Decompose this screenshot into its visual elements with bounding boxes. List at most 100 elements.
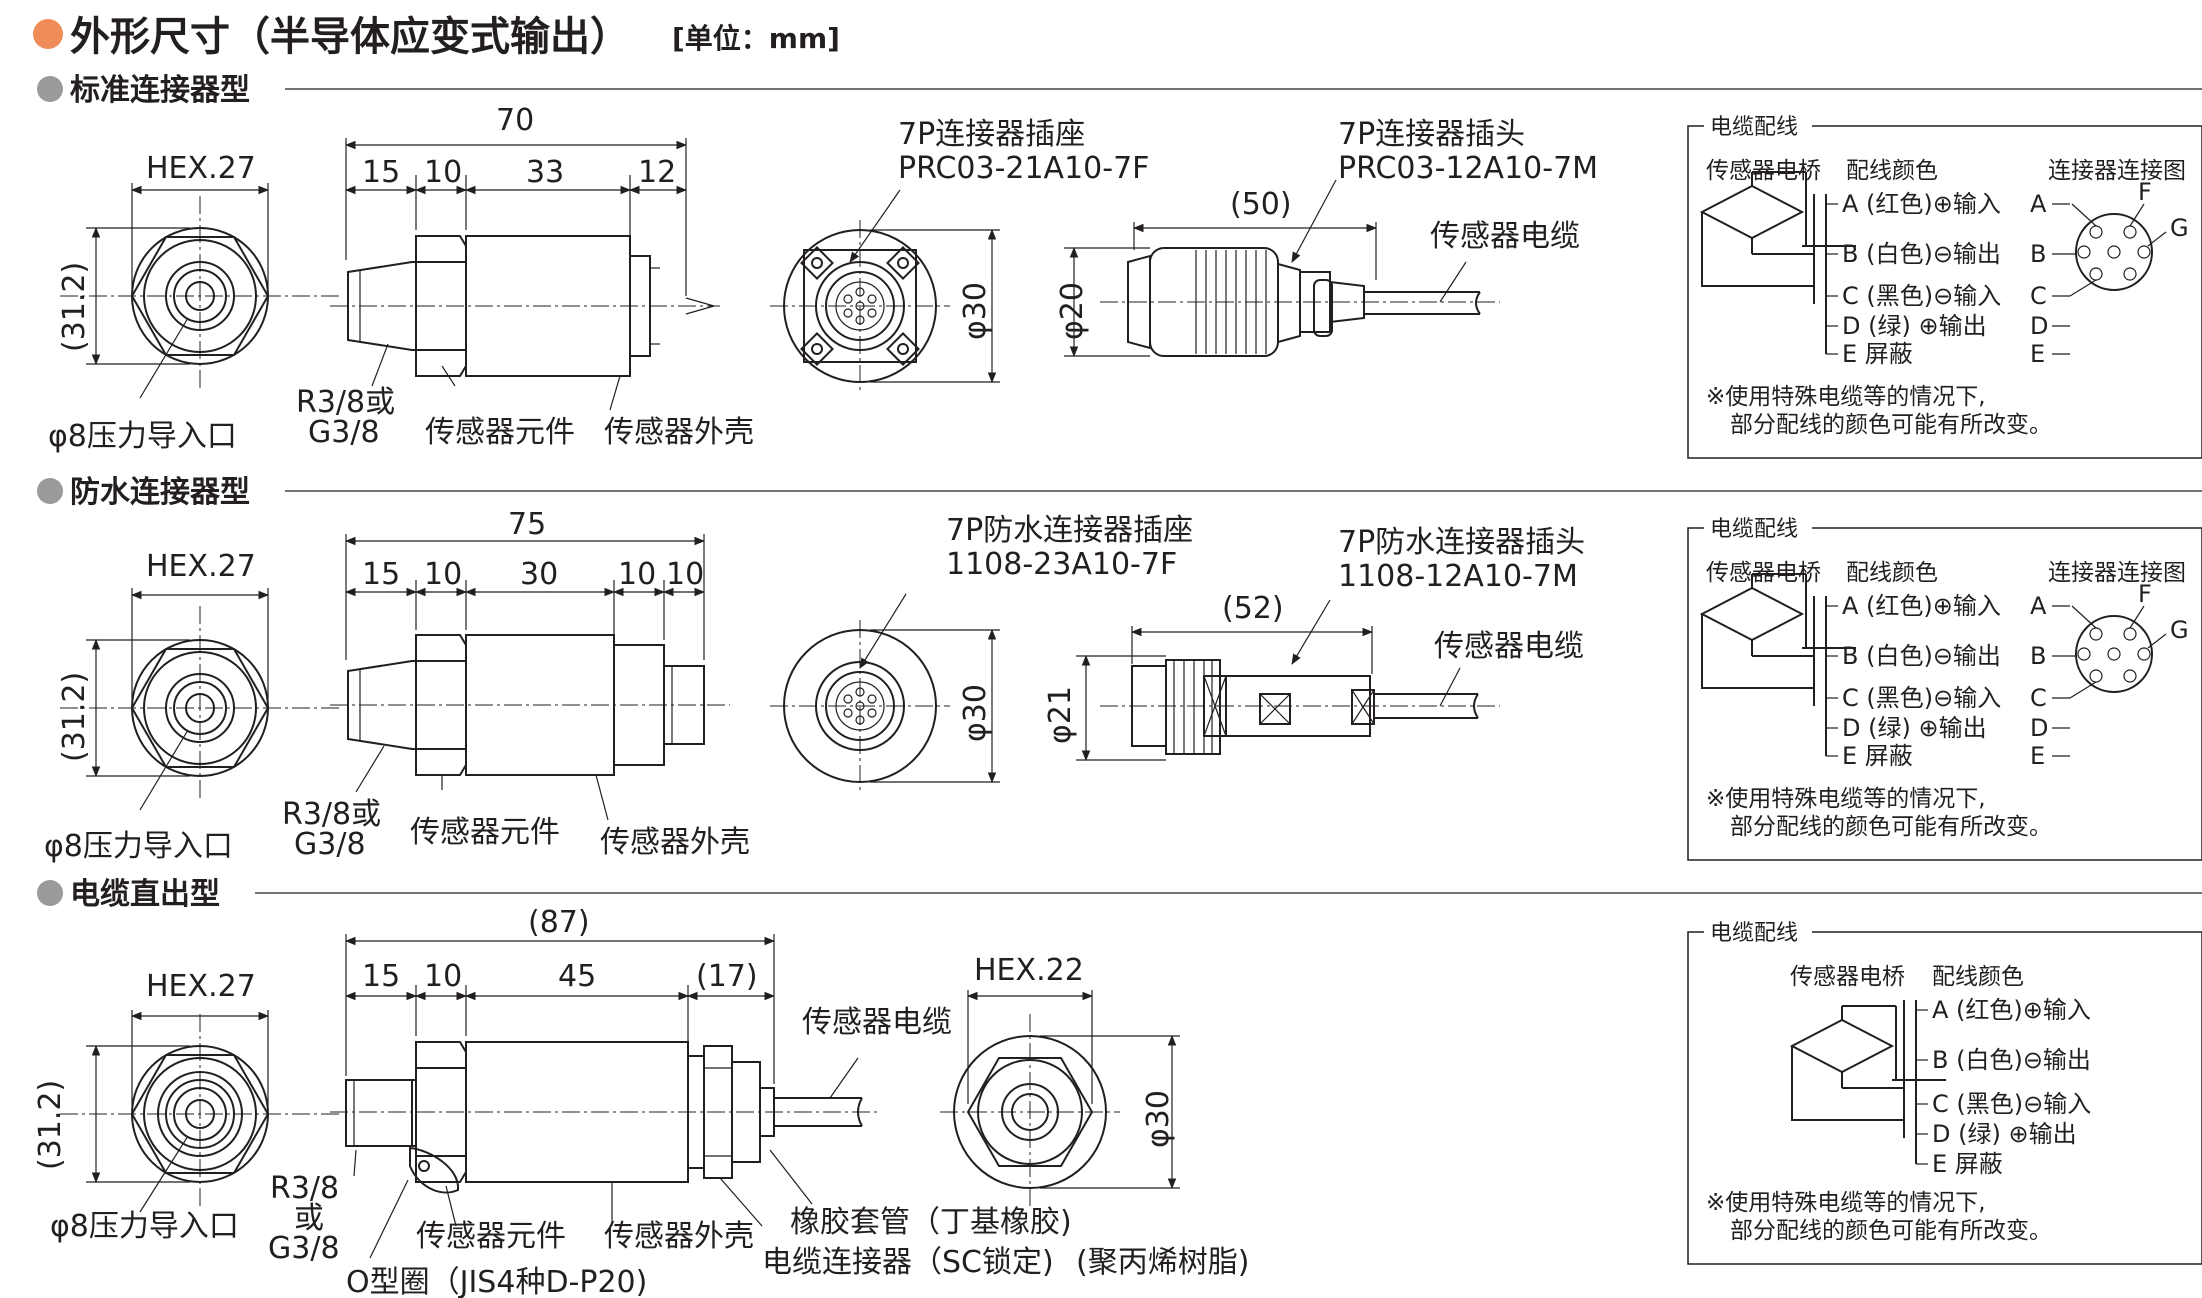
wire-row-c: C (黑色)⊖输入: [1842, 684, 2001, 712]
wiring-box-1: [1687, 110, 2202, 459]
wire-row-b: B (白色)⊖输出: [1842, 642, 2001, 670]
section-title-standard: 标准连接器型: [70, 73, 250, 108]
thread-label-1: R3/8: [270, 1171, 339, 1206]
pin-f: F: [2138, 178, 2152, 206]
socket-face-2: [770, 593, 1000, 790]
section-title-waterproof: 防水连接器型: [70, 475, 250, 510]
dim-15: 15: [362, 557, 400, 592]
side-view-2: [330, 534, 730, 821]
page-title: 外形尺寸（半导体应变式输出）: [70, 14, 630, 60]
note-2: 部分配线的颜色可能有所改变。: [1730, 1218, 2052, 1244]
wire-row-e: E 屏蔽: [1932, 1150, 2003, 1178]
wiring-box-3: [1687, 916, 2202, 1265]
wire-row-d: D (绿) ⊕输出: [1842, 714, 1987, 742]
colors-label: 配线颜色: [1932, 964, 2024, 990]
pin-d: D: [2030, 714, 2048, 742]
pin-g: G: [2170, 214, 2189, 242]
wire-row-a: A (红色)⊕输入: [1932, 996, 2091, 1024]
housing-label: 传感器外壳: [600, 825, 750, 860]
plug-pn: PRC03-12A10-7M: [1338, 151, 1598, 186]
unit-label: [单位：mm]: [672, 22, 840, 55]
resin-label: (聚丙烯树脂): [1076, 1245, 1249, 1280]
wire-row-c: C (黑色)⊖输入: [1842, 282, 2001, 310]
colors-label: 配线颜色: [1846, 560, 1938, 586]
conn-diagram-label: 连接器连接图: [2048, 158, 2186, 184]
section-bullet: [37, 76, 63, 102]
dia30-label: φ30: [958, 684, 993, 742]
plug-pn: 1108-12A10-7M: [1338, 559, 1578, 594]
plug-label: 7P连接器插头: [1338, 117, 1525, 152]
oring-label: O型圈（JIS4种D-P20): [346, 1265, 647, 1298]
pin-c: C: [2030, 282, 2047, 310]
bridge-label: 传感器电桥: [1706, 560, 1821, 586]
wire-row-d: D (绿) ⊕输出: [1932, 1120, 2077, 1148]
dim-15: 15: [362, 155, 400, 190]
housing-label: 传感器外壳: [604, 1219, 754, 1254]
plug-side-1: [1064, 179, 1500, 358]
dia30-label: φ30: [1141, 1090, 1176, 1148]
dim-15: 15: [362, 959, 400, 994]
total-70: 70: [496, 103, 534, 138]
wire-row-b: B (白色)⊖输出: [1932, 1046, 2091, 1074]
colors-label: 配线颜色: [1846, 158, 1938, 184]
pin-d: D: [2030, 312, 2048, 340]
dim-45: 45: [558, 959, 596, 994]
note-1: ※使用特殊电缆等的情况下,: [1706, 384, 1986, 410]
bridge-label: 传感器电桥: [1790, 964, 1905, 990]
dia21-label: φ21: [1043, 686, 1078, 744]
pin-b: B: [2030, 642, 2046, 670]
dim-17: (17): [696, 959, 758, 994]
hex22-label: HEX.22: [974, 953, 1084, 988]
cable-end-face-3: [940, 990, 1180, 1206]
dim-12: 12: [638, 155, 676, 190]
bridge-label: 传感器电桥: [1706, 158, 1821, 184]
wire-row-e: E 屏蔽: [1842, 340, 1913, 368]
pin-a: A: [2030, 592, 2047, 620]
pin-g: G: [2170, 616, 2189, 644]
thread-label-3: G3/8: [268, 1231, 340, 1266]
front-view-2: [60, 588, 340, 811]
front-view-3: [60, 1010, 340, 1213]
wire-row-d: D (绿) ⊕输出: [1842, 312, 1987, 340]
element-label: 传感器元件: [416, 1219, 566, 1254]
hex27-label: HEX.27: [146, 151, 256, 186]
pin-b: B: [2030, 240, 2046, 268]
wire-row-c: C (黑色)⊖输入: [1932, 1090, 2091, 1118]
dia30-label: φ30: [958, 282, 993, 340]
socket-pn: PRC03-21A10-7F: [898, 151, 1149, 186]
wiring-title: 电缆配线: [1710, 115, 1798, 140]
dia312-label: (31.2): [57, 262, 92, 352]
dim-30: 30: [520, 557, 558, 592]
port-label: φ8压力导入口: [44, 829, 233, 864]
dia312-label: (31.2): [57, 672, 92, 762]
conn-diagram-label: 连接器连接图: [2048, 560, 2186, 586]
socket-pn: 1108-23A10-7F: [946, 547, 1177, 582]
note-1: ※使用特殊电缆等的情况下,: [1706, 786, 1986, 812]
plug-label: 7P防水连接器插头: [1338, 525, 1585, 560]
note-2: 部分配线的颜色可能有所改变。: [1730, 412, 2052, 438]
socket-label: 7P连接器插座: [898, 117, 1085, 152]
port-label: φ8压力导入口: [48, 419, 237, 454]
thread-label-2: 或: [294, 1201, 324, 1236]
wire-row-b: B (白色)⊖输出: [1842, 240, 2001, 268]
bushing-label: 橡胶套管（丁基橡胶): [790, 1205, 1072, 1240]
hex27-label: HEX.27: [146, 969, 256, 1004]
cable-label: 传感器电缆: [802, 1005, 952, 1040]
section-title-cable: 电缆直出型: [70, 877, 220, 912]
front-view-1: [60, 183, 340, 399]
element-label: 传感器元件: [425, 415, 575, 450]
wiring-title: 电缆配线: [1710, 921, 1798, 946]
dim-10b: 10: [618, 557, 656, 592]
note-1: ※使用特殊电缆等的情况下,: [1706, 1190, 1986, 1216]
cable-label: 传感器电缆: [1434, 629, 1584, 664]
note-2: 部分配线的颜色可能有所改变。: [1730, 814, 2052, 840]
pin-c: C: [2030, 684, 2047, 712]
hex27-label: HEX.27: [146, 549, 256, 584]
dim-10: 10: [424, 959, 462, 994]
dim-33: 33: [526, 155, 564, 190]
wiring-title: 电缆配线: [1710, 517, 1798, 542]
dia312-label: (31.2): [33, 1080, 68, 1170]
